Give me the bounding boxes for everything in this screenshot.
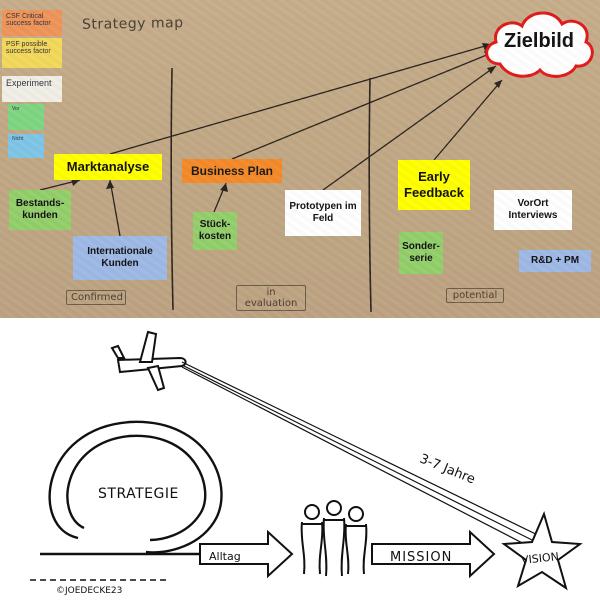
flight-beam	[181, 361, 549, 549]
zone-label-potential: potential	[446, 288, 504, 303]
arrow-prototypen-zielbild	[322, 65, 497, 191]
card-early-feedback: Early Feedback	[398, 160, 470, 210]
sketch-drawing	[30, 330, 583, 591]
card-internationale-kunden: Internationale Kunden	[73, 236, 167, 280]
alltag-label: Alltag	[209, 550, 241, 563]
copyright-label: ©JOEDECKE23	[56, 586, 123, 596]
people-icon	[300, 500, 368, 577]
legend-psf-note: PSF possible success factor	[2, 38, 62, 68]
arrowhead-4	[494, 80, 502, 88]
card-bestandskunden: Bestands-kunden	[9, 190, 71, 230]
arrow-marktanalyse-zielbild	[109, 43, 493, 155]
arrow-businessplan-zielbild	[231, 51, 495, 160]
airplane-icon	[110, 330, 187, 392]
card-stueckkosten: Stück-kosten	[193, 212, 237, 250]
mission-arrow-icon	[371, 529, 496, 579]
strategie-label: STRATEGIE	[98, 486, 179, 502]
zone-divider-left	[170, 67, 174, 311]
zielbild-cloud-icon	[485, 11, 594, 78]
star-icon	[501, 511, 583, 591]
arrowhead-6	[106, 180, 114, 189]
card-rd-pm: R&D + PM	[519, 250, 591, 272]
arrowhead-3	[487, 66, 496, 74]
strategy-map-board: CSF Critical success factor PSF possible…	[0, 0, 600, 318]
mission-label: MISSION	[390, 550, 453, 565]
arrow-feedback-zielbild	[433, 79, 503, 161]
zone-label-confirmed: Confirmed	[66, 290, 126, 305]
legend-nicht-note: Nicht	[8, 134, 44, 158]
card-business-plan: Business Plan	[182, 159, 282, 183]
alltag-arrow-icon	[199, 529, 294, 579]
arrowhead-5	[71, 178, 80, 186]
legend-csf-note: CSF Critical success factor	[2, 10, 62, 36]
zielbild-label: Zielbild	[504, 30, 574, 52]
zone-divider-right	[368, 77, 372, 313]
strategy-sketch: STRATEGIE Alltag MISSION VISION 3-7 Jahr…	[0, 318, 600, 610]
legend-vor-note: Vor	[8, 104, 44, 130]
board-connectors	[39, 43, 503, 313]
legend-experiment-note: Experiment	[2, 76, 62, 102]
zone-label-evaluation: in evaluation	[236, 285, 306, 311]
arrow-international-marktanalyse	[109, 179, 121, 237]
card-vorort-interviews: VorOrt Interviews	[494, 190, 572, 230]
card-marktanalyse: Marktanalyse	[54, 154, 162, 180]
card-sonderserie: Sonder-serie	[399, 232, 443, 274]
arrowhead-7	[220, 183, 228, 192]
card-prototypen: Prototypen im Feld	[285, 190, 361, 236]
